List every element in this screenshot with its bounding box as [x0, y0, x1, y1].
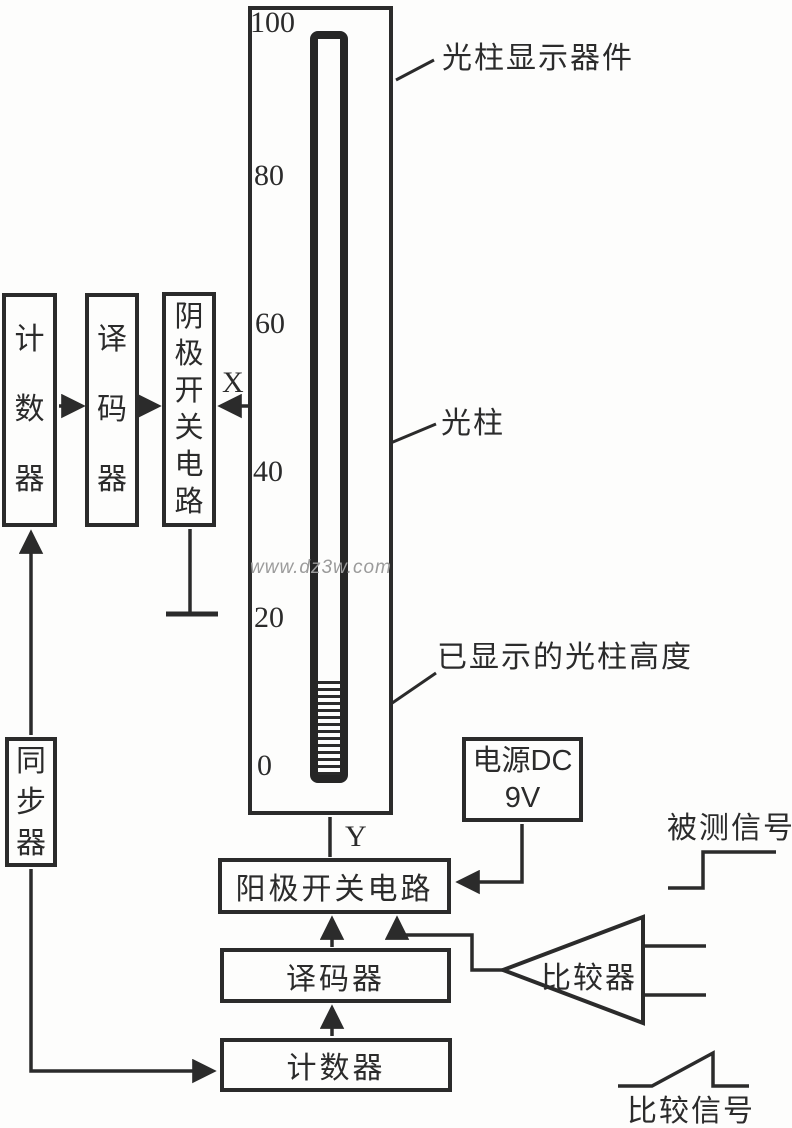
comparator-label: 比较器 — [541, 962, 637, 995]
block-power-dc: 电源DC 9V — [462, 737, 583, 822]
measured-signal-label: 被测信号 — [667, 812, 792, 845]
watermark-text: www.dz3w.com — [250, 557, 392, 578]
block-decoder-y-label: 译码器 — [286, 962, 385, 996]
scale-label-20: 20 — [254, 601, 284, 634]
x-terminal-label: X — [222, 366, 244, 399]
light-column-tube — [310, 31, 348, 783]
leader-device-label — [395, 58, 435, 82]
block-decoder-y: 译码器 — [220, 948, 451, 1003]
arrow-comparator-to-anode — [384, 915, 503, 972]
compare-signal-waveform — [618, 1050, 749, 1088]
comparator-triangle — [497, 914, 645, 1026]
compare-signal-label: 比较信号 — [627, 1095, 755, 1128]
scale-label-100: 100 — [250, 6, 295, 39]
power-label-line1: 电源DC — [472, 745, 573, 778]
block-synchronizer-label: 同步器 — [16, 744, 46, 860]
block-decoder-x: 译码器 — [85, 293, 139, 527]
arrow-sync-to-counter-y — [29, 869, 217, 1084]
block-counter-x: 计数器 — [2, 293, 57, 527]
block-counter-x-label: 计数器 — [14, 323, 45, 496]
scale-label-80: 80 — [254, 159, 284, 192]
scale-label-0: 0 — [257, 749, 272, 782]
arrow-power-to-anode — [455, 824, 524, 895]
device-label: 光柱显示器件 — [442, 42, 634, 75]
y-terminal-label: Y — [345, 820, 367, 853]
lit-height-label: 已显示的光柱高度 — [437, 641, 693, 674]
block-cathode-switch: 阴极开关电路 — [162, 292, 216, 527]
scale-label-60: 60 — [255, 307, 285, 340]
lit-column-section — [318, 681, 340, 775]
scale-label-40: 40 — [253, 455, 283, 488]
block-synchronizer: 同步器 — [5, 737, 57, 867]
block-anode-switch-label: 阳极开关电路 — [235, 873, 434, 906]
block-counter-y: 计数器 — [220, 1038, 452, 1092]
power-label-line2: 9V — [504, 781, 541, 814]
block-decoder-x-label: 译码器 — [97, 323, 127, 496]
block-anode-switch: 阳极开关电路 — [218, 858, 451, 914]
block-counter-y-label: 计数器 — [286, 1052, 386, 1085]
column-label: 光柱 — [441, 407, 505, 440]
block-cathode-switch-label: 阴极开关电路 — [174, 300, 204, 518]
measured-signal-waveform — [668, 850, 776, 890]
